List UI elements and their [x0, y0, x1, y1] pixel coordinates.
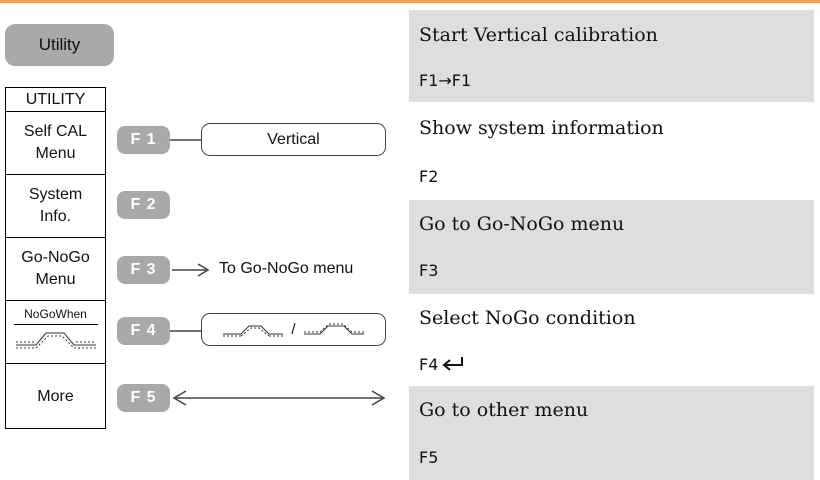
menu-item-label: Menu: [35, 271, 76, 288]
description-row: Start Vertical calibration: [409, 10, 814, 59]
f3-arrow-icon: [172, 263, 210, 277]
description-row: Go to Go-NoGo menu: [409, 200, 814, 247]
description-text: Start Vertical calibration: [419, 23, 658, 46]
waveform-rising-icon: [223, 325, 284, 336]
menu-item-label: Info.: [39, 208, 72, 225]
menu-item-nogo-when[interactable]: NoGoWhen: [6, 301, 105, 364]
menu-item-more[interactable]: More: [6, 364, 105, 430]
key-sequence: F4: [419, 354, 439, 374]
f3-key[interactable]: F 3: [117, 256, 170, 284]
menu-item-system-info[interactable]: System Info.: [6, 175, 105, 238]
f5-right-arrowhead: [371, 390, 386, 406]
key-sequence: F2: [419, 167, 439, 186]
key-row: F4: [409, 342, 814, 386]
f3-target-label: To Go-NoGo menu: [219, 260, 354, 277]
description-row: Show system information: [409, 102, 814, 153]
menu-item-label: Self CAL: [23, 123, 88, 140]
key-row: F5: [409, 434, 814, 480]
f1-key[interactable]: F 1: [117, 126, 170, 154]
description-text: Go to Go-NoGo menu: [419, 212, 625, 235]
menu-item-self-cal[interactable]: Self CAL Menu: [6, 112, 105, 175]
menu-item-label: Menu: [35, 145, 76, 162]
menu-title: UTILITY: [6, 88, 105, 112]
f5-left-arrowhead: [172, 390, 187, 406]
f4-toggle-box: /: [201, 313, 386, 346]
return-arrow-icon: [442, 357, 464, 371]
utility-menu: UTILITY Self CAL Menu System Info. Go-No…: [5, 87, 106, 429]
f1-target-box: Vertical: [201, 123, 386, 156]
menu-item-label: Go-NoGo: [21, 249, 90, 266]
description-text: Go to other menu: [419, 399, 589, 421]
description-row: Select NoGo condition: [409, 294, 814, 342]
description-row: Go to other menu: [409, 386, 814, 434]
key-description-table: Start Vertical calibration F1→F1 Show sy…: [409, 10, 814, 480]
menu-item-label: System: [28, 186, 83, 203]
key-row: F2: [409, 153, 814, 200]
waveform-falling-icon: [303, 323, 364, 334]
f2-key[interactable]: F 2: [117, 191, 170, 219]
f4-key[interactable]: F 4: [117, 317, 170, 345]
key-sequence: F1→F1: [419, 71, 472, 90]
key-sequence: F3: [419, 261, 439, 280]
utility-key-label: Utility: [38, 35, 81, 54]
utility-key[interactable]: Utility: [5, 24, 114, 66]
description-text: Show system information: [419, 116, 664, 139]
description-text: Select NoGo condition: [419, 307, 636, 329]
divider: [13, 324, 98, 325]
menu-item-go-nogo[interactable]: Go-NoGo Menu: [6, 238, 105, 301]
key-row: F3: [409, 247, 814, 294]
top-accent-rule: [0, 0, 820, 3]
nogo-waveform-icon: [15, 332, 96, 349]
f1-target-label: Vertical: [267, 130, 320, 148]
key-row: F1→F1: [409, 59, 814, 102]
f5-key[interactable]: F 5: [117, 384, 170, 412]
menu-item-label: More: [37, 388, 74, 405]
key-sequence: F5: [419, 447, 439, 467]
f4-toggle-separator: /: [291, 321, 296, 338]
menu-item-label: NoGoWhen: [24, 307, 87, 321]
